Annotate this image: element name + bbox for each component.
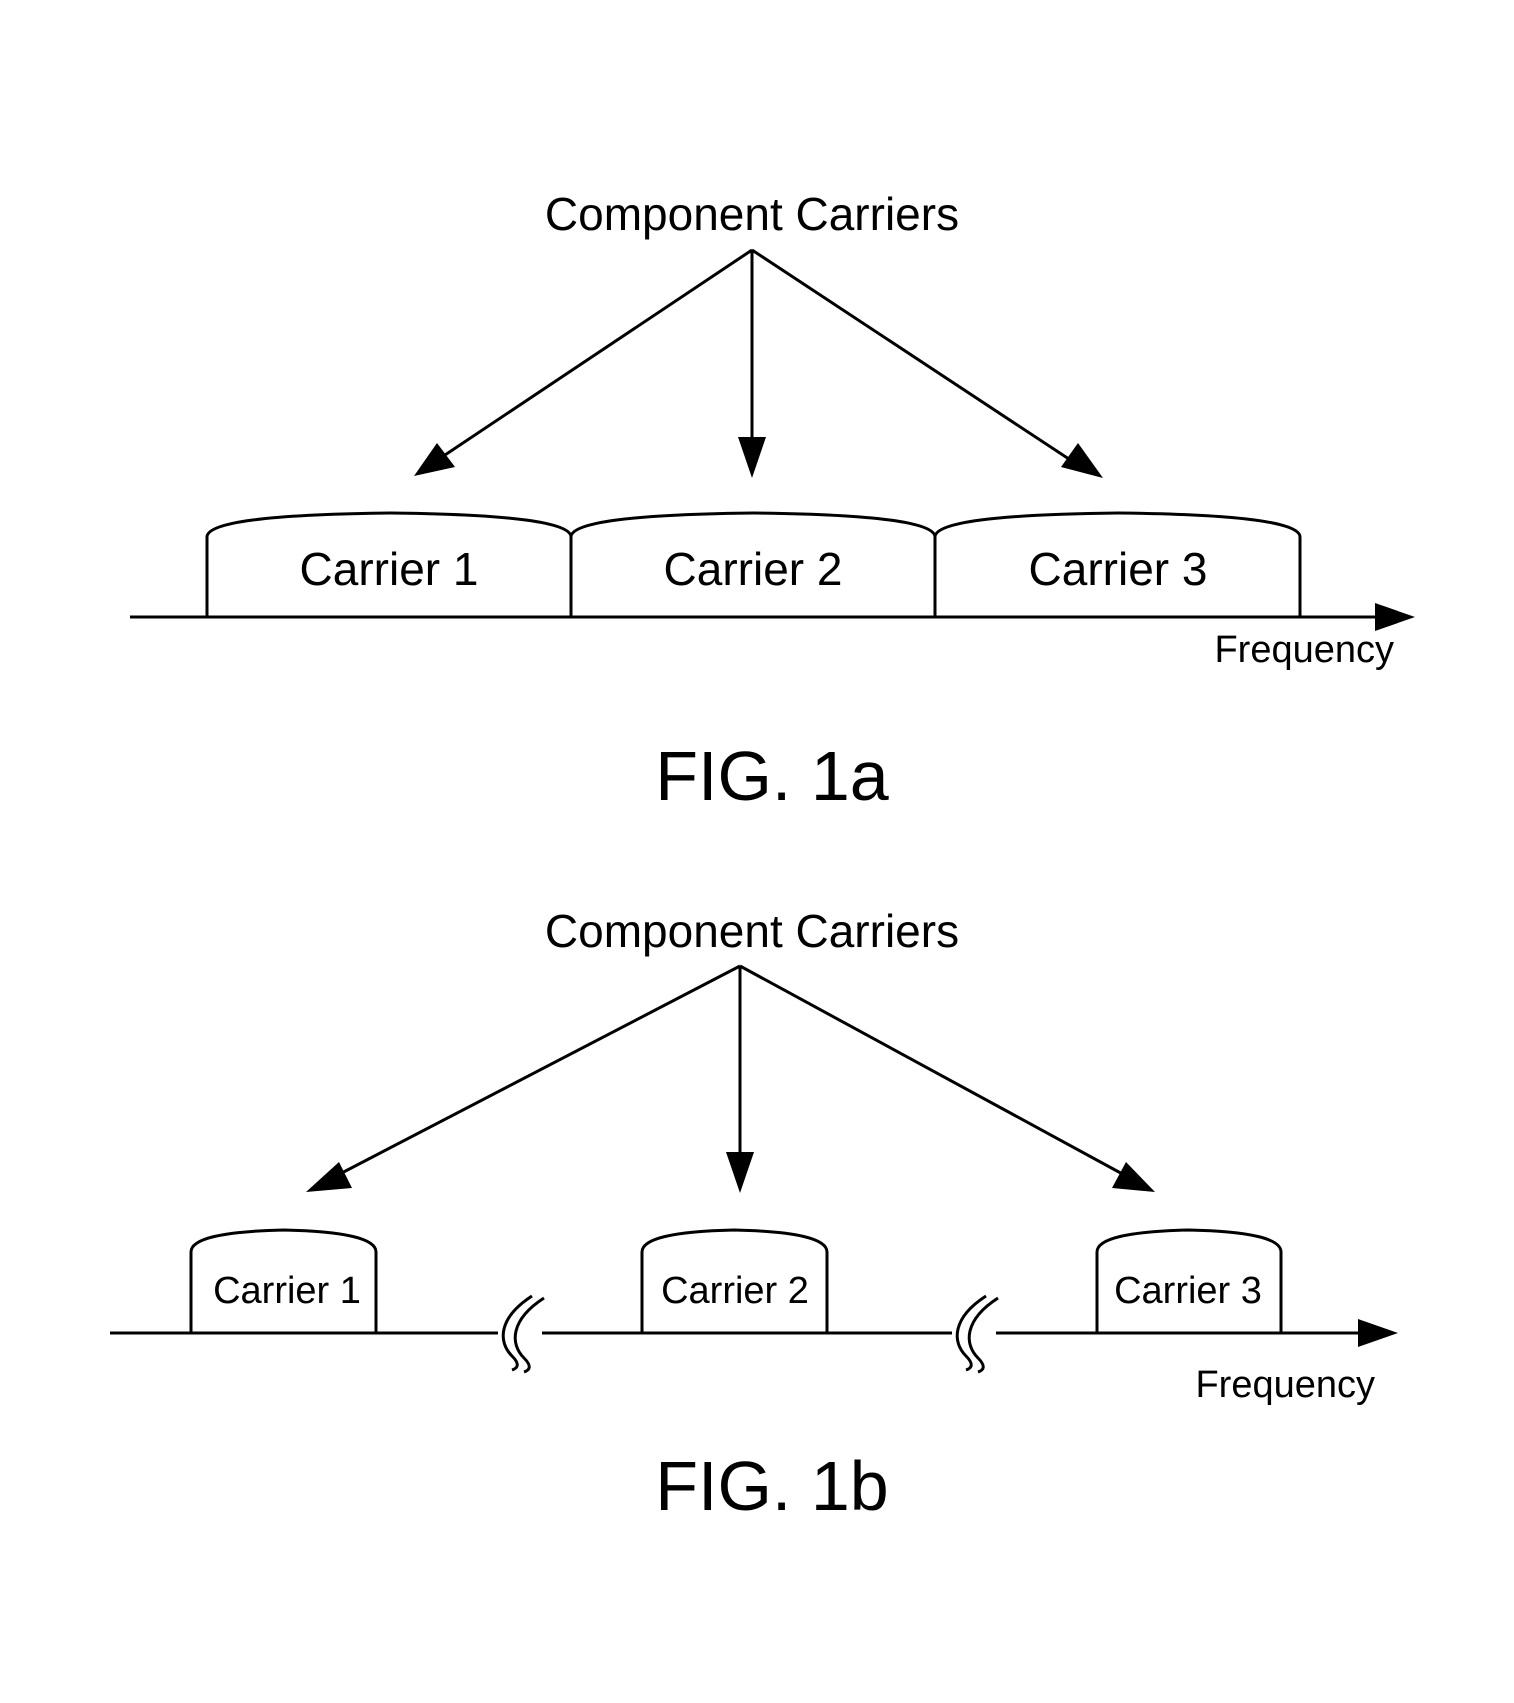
fig-1a-carrier-label-1: Carrier 1: [300, 543, 479, 595]
fig-1b: Component Carriers Carrier 1 Carrier 2 C…: [110, 905, 1398, 1525]
fig-1a-caption: FIG. 1a: [655, 737, 888, 815]
fig-1b-arrowhead-center: [726, 1152, 754, 1193]
fig-1b-caption: FIG. 1b: [655, 1447, 888, 1525]
fig-1b-axis-break-2: [952, 1296, 998, 1372]
fig-1b-carrier-label-3: Carrier 3: [1114, 1270, 1262, 1312]
fig-1b-heading: Component Carriers: [545, 905, 959, 957]
fig-1a-arrowhead-left: [414, 443, 455, 476]
fig-1b-arrow-left: [334, 966, 740, 1177]
fig-1b-arrow-right: [740, 966, 1128, 1177]
fig-1b-carrier-label-2: Carrier 2: [661, 1270, 809, 1312]
fig-1b-arrowhead-right: [1112, 1162, 1155, 1192]
fig-1a-arrow-right: [752, 250, 1078, 465]
fig-1b-arrows: [306, 966, 1155, 1193]
fig-1a-axis-label: Frequency: [1214, 629, 1394, 671]
fig-1a-heading: Component Carriers: [545, 188, 959, 240]
fig-1b-axis-break-1: [498, 1296, 544, 1372]
fig-1a: Component Carriers Carrier 1 Carrier 2 C…: [130, 188, 1415, 815]
fig-1a-carrier-label-2: Carrier 2: [664, 543, 843, 595]
fig-1b-carrier-label-1: Carrier 1: [213, 1270, 361, 1312]
fig-1a-arrows: [414, 250, 1103, 478]
fig-1b-axis-arrowhead: [1358, 1319, 1398, 1347]
fig-1a-carrier-label-3: Carrier 3: [1029, 543, 1208, 595]
fig-1a-arrow-left: [430, 250, 752, 465]
fig-1a-arrowhead-center: [738, 437, 766, 478]
fig-1b-axis-label: Frequency: [1195, 1364, 1375, 1406]
fig-1a-arrowhead-right: [1061, 443, 1103, 478]
fig-1a-axis-arrowhead: [1375, 603, 1415, 631]
fig-1b-arrowhead-left: [306, 1162, 352, 1192]
